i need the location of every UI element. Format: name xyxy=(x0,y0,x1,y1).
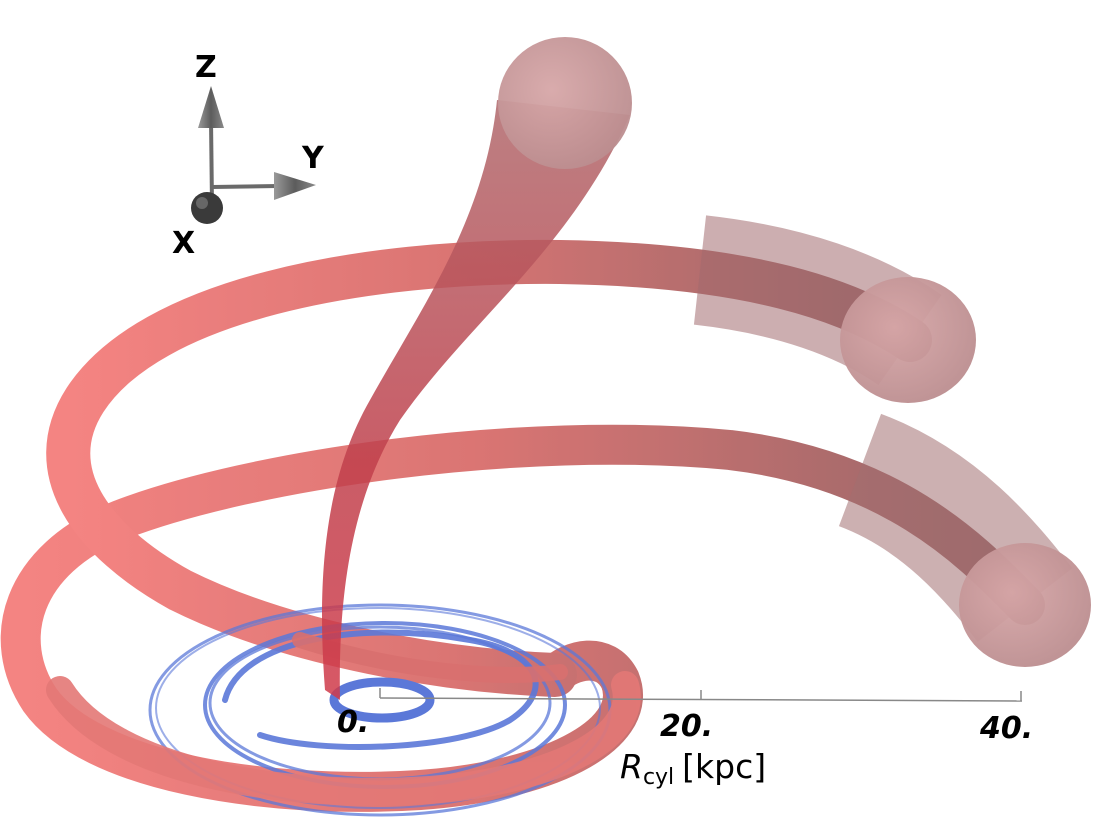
tick-label-20: 20. xyxy=(660,709,713,744)
blue-spiral-core xyxy=(329,677,435,723)
y-arrow-head xyxy=(274,172,316,200)
red-tube-front-bottom xyxy=(46,671,641,806)
red-rising-tube-body xyxy=(322,100,630,700)
axis-title-symbol: R xyxy=(620,747,643,786)
red-rising-tube xyxy=(322,100,630,700)
axis-title: Rcyl [kpc] xyxy=(620,747,766,790)
x-axis-sphere xyxy=(191,192,223,224)
y-axis-label: Y xyxy=(301,141,325,176)
tick-label-40: 40. xyxy=(979,711,1033,746)
tick-label-0: 0. xyxy=(337,705,369,740)
z-arrow-head xyxy=(198,86,224,128)
z-axis-label: Z xyxy=(195,50,217,85)
tube-cap-lower xyxy=(959,543,1091,667)
tube-caps xyxy=(498,37,1091,667)
x-axis-sphere-highlight xyxy=(196,197,208,209)
z-arrow-shaft xyxy=(209,119,214,206)
blue-spiral-ring-outer-2 xyxy=(155,607,601,809)
tube-cap-middle xyxy=(840,277,976,403)
axis-title-unit: [kpc] xyxy=(682,747,766,786)
radial-axis: 0. 20. 40. Rcyl [kpc] xyxy=(337,688,1033,790)
x-axis-label: X xyxy=(172,226,195,261)
axis-title-subscript: cyl xyxy=(643,765,674,790)
y-arrow-shaft xyxy=(211,184,279,189)
orientation-triad: Z Y X xyxy=(172,50,325,261)
tube-cap-top xyxy=(498,37,632,169)
